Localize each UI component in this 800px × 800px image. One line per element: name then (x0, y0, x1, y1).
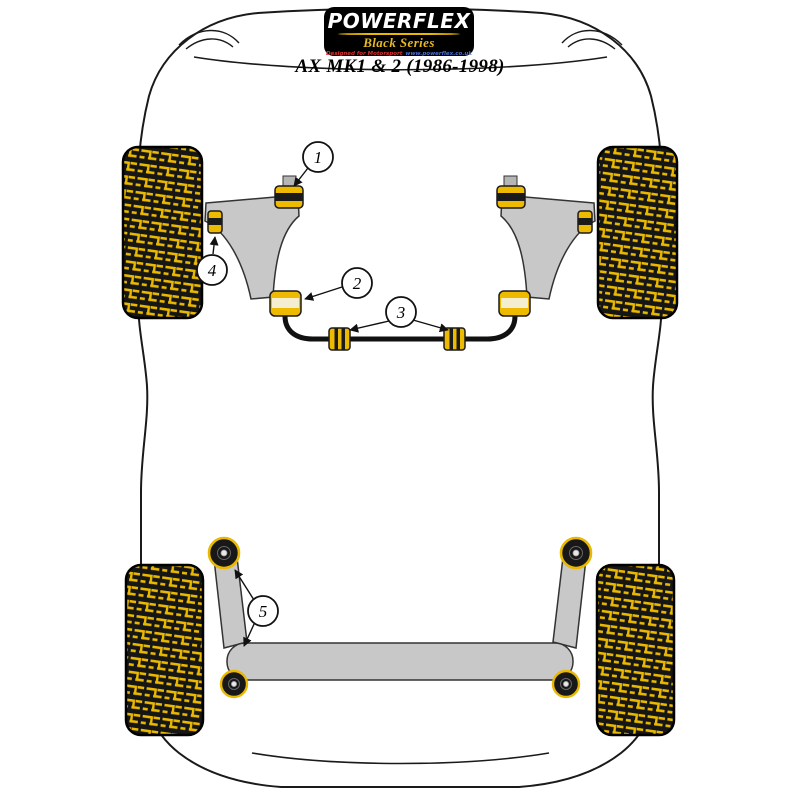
bush-3-right (443, 327, 466, 351)
powerflex-logo: POWERFLEX Black Series Designed for Moto… (324, 7, 474, 58)
callout-2: 2 (304, 267, 373, 301)
logo-tagline-right: www.powerflex.co.uk (405, 50, 472, 57)
right-mirror-icon (561, 29, 623, 50)
callout-4: 4 (196, 236, 228, 286)
callout-1: 1 (293, 141, 334, 187)
powerflex-brand-text: POWERFLEX (327, 9, 471, 33)
callout-1-number: 1 (314, 148, 323, 167)
logo-tagline-left: Designed for Motorsport (325, 50, 403, 57)
left-mirror-icon (178, 29, 240, 50)
bonnet-line (193, 56, 608, 71)
callout-4-number: 4 (208, 261, 217, 280)
callout-5-number: 5 (259, 602, 268, 621)
bush-5-rear-front-right (559, 536, 593, 570)
rear-bumper-line (251, 752, 550, 765)
bush-2-front-right (498, 290, 531, 317)
anti-roll-bar (282, 315, 518, 342)
tire-front-left (121, 145, 204, 320)
bush-3-left (328, 327, 351, 351)
bush-1-front-left (274, 185, 304, 209)
logo-swoosh (338, 33, 460, 35)
bush-5-rear-beam-right (551, 669, 581, 699)
bush-1-front-right (496, 185, 526, 209)
callout-5: 5 (234, 569, 279, 647)
rear-beam (226, 642, 574, 681)
black-series-text: Black Series (363, 35, 435, 50)
tire-front-right (596, 145, 679, 320)
tire-rear-left (124, 563, 205, 737)
bush-5-rear-beam-left (219, 669, 249, 699)
callout-3-number: 3 (396, 303, 406, 322)
bush-5-rear-front-left (207, 536, 241, 570)
bush-2-front-left (269, 290, 302, 317)
tire-rear-right (595, 563, 676, 737)
callout-3: 3 (349, 296, 449, 333)
page-title: AX MK1 & 2 (1986-1998) (295, 56, 505, 77)
bush-4-front-left (207, 210, 223, 234)
callout-2-number: 2 (353, 274, 362, 293)
bush-4-front-right (577, 210, 593, 234)
